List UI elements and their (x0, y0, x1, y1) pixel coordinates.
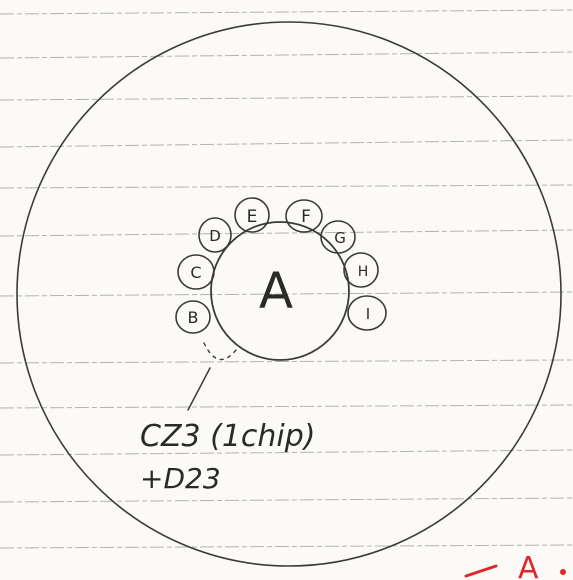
die-e: E (234, 197, 270, 233)
corner-mark: A (464, 551, 566, 580)
die-h: H (343, 252, 379, 288)
die-f: F (285, 199, 323, 233)
die-b-label: B (188, 308, 199, 327)
die-e-label: E (247, 207, 258, 227)
center-die: A (210, 221, 350, 361)
die-i-label: I (366, 305, 370, 323)
satellite-dies: B C D E F G H (175, 197, 387, 334)
annotation-leader-line (187, 367, 211, 411)
die-b: B (175, 300, 211, 334)
die-c-label: C (190, 263, 201, 282)
corner-mark-dot (560, 569, 566, 575)
ruled-lines (0, 9, 573, 549)
chip-location-marker (203, 342, 237, 361)
annotation-line-2: +D23 (140, 462, 221, 495)
die-c: C (177, 254, 215, 290)
die-h-label: H (358, 264, 369, 280)
die-d-label: D (209, 227, 221, 245)
die-f-label: F (301, 207, 311, 227)
die-d: D (198, 217, 232, 253)
center-die-label: A (259, 262, 293, 320)
annotation-line-1: CZ3 (1chip) (140, 419, 316, 454)
die-g-label: G (334, 229, 346, 247)
die-i: I (347, 295, 387, 331)
wafer-outline (16, 21, 562, 567)
die-g: G (320, 220, 356, 254)
corner-mark-label: A (518, 551, 539, 580)
corner-mark-stroke (464, 564, 498, 578)
